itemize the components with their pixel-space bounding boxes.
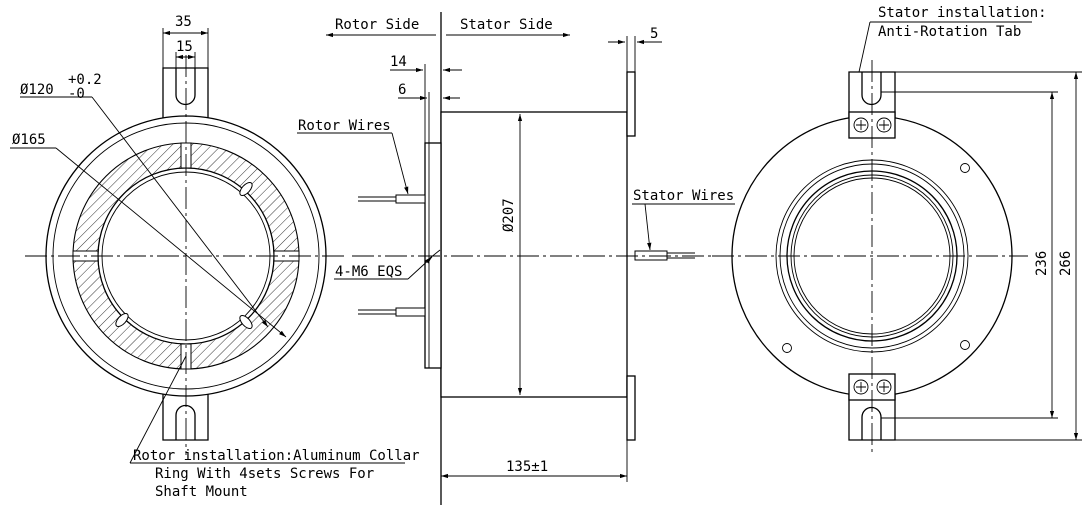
stator-wire-gland bbox=[634, 250, 668, 261]
dim-207-label: Ø207 bbox=[501, 198, 517, 232]
rotor-install-line2: Ring With 4sets Screws For bbox=[155, 466, 374, 482]
dim-14-label: 14 bbox=[390, 54, 407, 70]
d120-leader bbox=[91, 96, 269, 328]
rotor-front-view bbox=[10, 28, 405, 464]
stator-install-detail: Anti-Rotation Tab bbox=[878, 24, 1021, 40]
rotor-wires-leader bbox=[391, 132, 409, 195]
collar-hole bbox=[115, 312, 129, 328]
collar-hole bbox=[239, 181, 253, 197]
dim-5-label: 5 bbox=[650, 26, 658, 42]
stator-front-view bbox=[712, 21, 1082, 455]
screws-label: 4-M6 EQS bbox=[335, 264, 402, 280]
tab-screw-cross bbox=[879, 382, 889, 392]
top-mount-tab bbox=[162, 67, 209, 120]
dim-165-label: Ø165 bbox=[12, 132, 46, 148]
dim-135-label: 135±1 bbox=[506, 459, 548, 475]
stator-install-leader bbox=[858, 21, 871, 73]
stator-side-label: Stator Side bbox=[460, 17, 553, 33]
stator-install-title: Stator installation: bbox=[878, 5, 1047, 21]
dim-120-label: Ø120 bbox=[20, 82, 54, 98]
bottom-anti-rotation-slot bbox=[861, 406, 882, 440]
annotations: 35 15 Ø120 +0.2 -0 Ø165 Rotor Side Stato… bbox=[12, 5, 1074, 500]
stator-wires-label: Stator Wires bbox=[633, 188, 734, 204]
rotor-side-label: Rotor Side bbox=[335, 17, 419, 33]
rotor-wires-label: Rotor Wires bbox=[298, 118, 391, 134]
top-tab-slot bbox=[175, 68, 196, 106]
tab-screw-cross bbox=[856, 120, 866, 130]
dim-120-tol-upper: +0.2 bbox=[68, 72, 102, 88]
mount-hole bbox=[960, 163, 970, 173]
d165-leader bbox=[55, 147, 287, 338]
rotor-install-line3: Shaft Mount bbox=[155, 484, 248, 500]
rotor-wire-gland-bottom bbox=[395, 307, 426, 317]
tab-screw-cross bbox=[879, 120, 889, 130]
tab-screw-cross bbox=[856, 382, 866, 392]
tab-screw bbox=[876, 379, 892, 395]
dim-15-label: 15 bbox=[176, 39, 193, 55]
bottom-mount-tab bbox=[162, 390, 209, 441]
collar-hole bbox=[239, 314, 253, 330]
dim-236-label: 236 bbox=[1034, 251, 1050, 276]
tab-screw bbox=[876, 117, 892, 133]
top-anti-rotation-slot bbox=[861, 72, 882, 106]
bottom-tab-slot bbox=[175, 404, 196, 440]
stator-flange-top bbox=[626, 71, 636, 137]
slip-ring-body bbox=[440, 111, 628, 398]
side-view bbox=[297, 12, 735, 505]
rotor-wire-gland-top bbox=[395, 194, 426, 204]
tab-screw bbox=[853, 379, 869, 395]
dim-35-label: 35 bbox=[175, 14, 192, 30]
dim-266-label: 266 bbox=[1058, 251, 1074, 276]
screws-leader bbox=[407, 256, 433, 280]
mount-hole bbox=[960, 340, 970, 350]
dim-6-label: 6 bbox=[398, 82, 406, 98]
mount-hole bbox=[782, 343, 792, 353]
rotor-install-leader bbox=[129, 355, 187, 464]
tab-screw bbox=[853, 117, 869, 133]
rotor-install-line1: Rotor installation:Aluminum Collar bbox=[133, 448, 420, 464]
stator-flange-bottom bbox=[626, 375, 636, 441]
stator-wires-leader bbox=[644, 203, 652, 251]
dim-120-tol-lower: -0 bbox=[68, 86, 85, 102]
